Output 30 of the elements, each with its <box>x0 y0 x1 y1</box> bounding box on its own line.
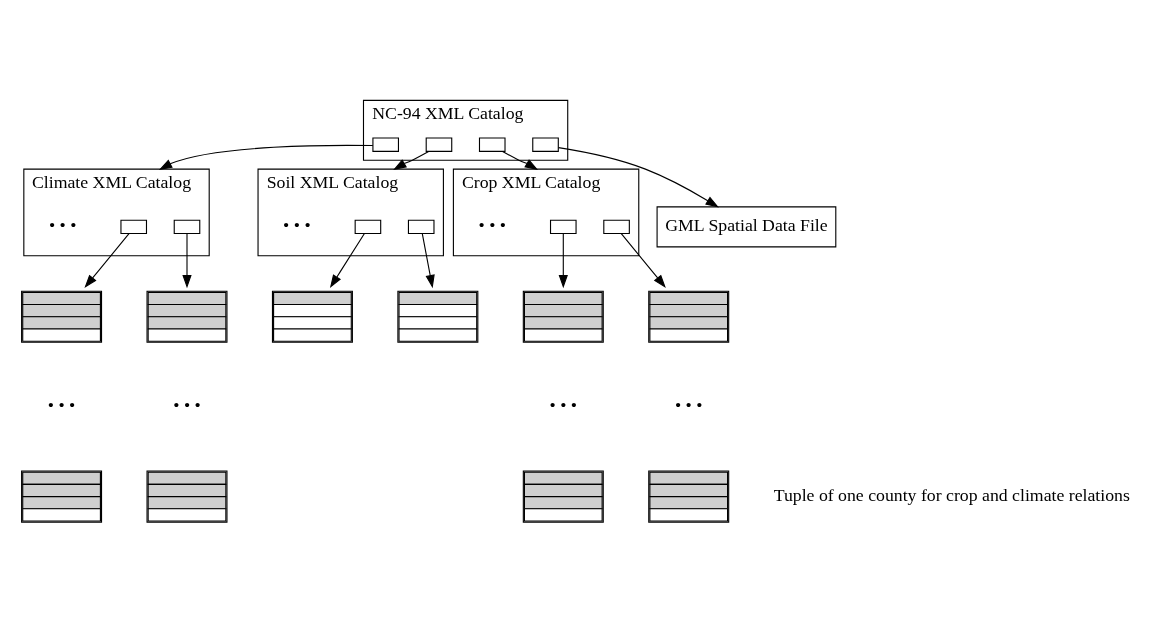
label: • • • <box>549 394 578 415</box>
label: • • • <box>283 215 311 236</box>
arrow <box>558 233 568 289</box>
node-box <box>478 137 506 152</box>
node-box <box>407 219 435 235</box>
label: • • • <box>48 215 77 236</box>
arrow <box>182 233 192 289</box>
node-box <box>549 219 577 235</box>
node-box <box>173 219 201 235</box>
arrow <box>557 147 719 208</box>
node-box <box>603 219 630 235</box>
arrow <box>620 233 666 288</box>
node-box <box>372 137 399 152</box>
label: Tuple of one county for crop and climate relations <box>773 484 1130 505</box>
arrow <box>84 233 130 288</box>
label: • • • <box>674 394 703 415</box>
arrow <box>393 150 430 170</box>
arrow <box>158 144 374 170</box>
arrow <box>329 233 365 288</box>
node-box: GML Spatial Data File <box>656 206 837 248</box>
arrow <box>421 233 435 289</box>
label: • • • <box>173 394 201 415</box>
node-box <box>354 219 382 235</box>
node-box <box>532 137 559 152</box>
label: • • • <box>478 215 507 236</box>
node-box <box>425 137 453 152</box>
node-box <box>120 219 148 235</box>
cluster: NC-94 XML Catalog <box>362 99 569 161</box>
label: • • • <box>47 394 76 415</box>
arrow <box>502 150 539 170</box>
